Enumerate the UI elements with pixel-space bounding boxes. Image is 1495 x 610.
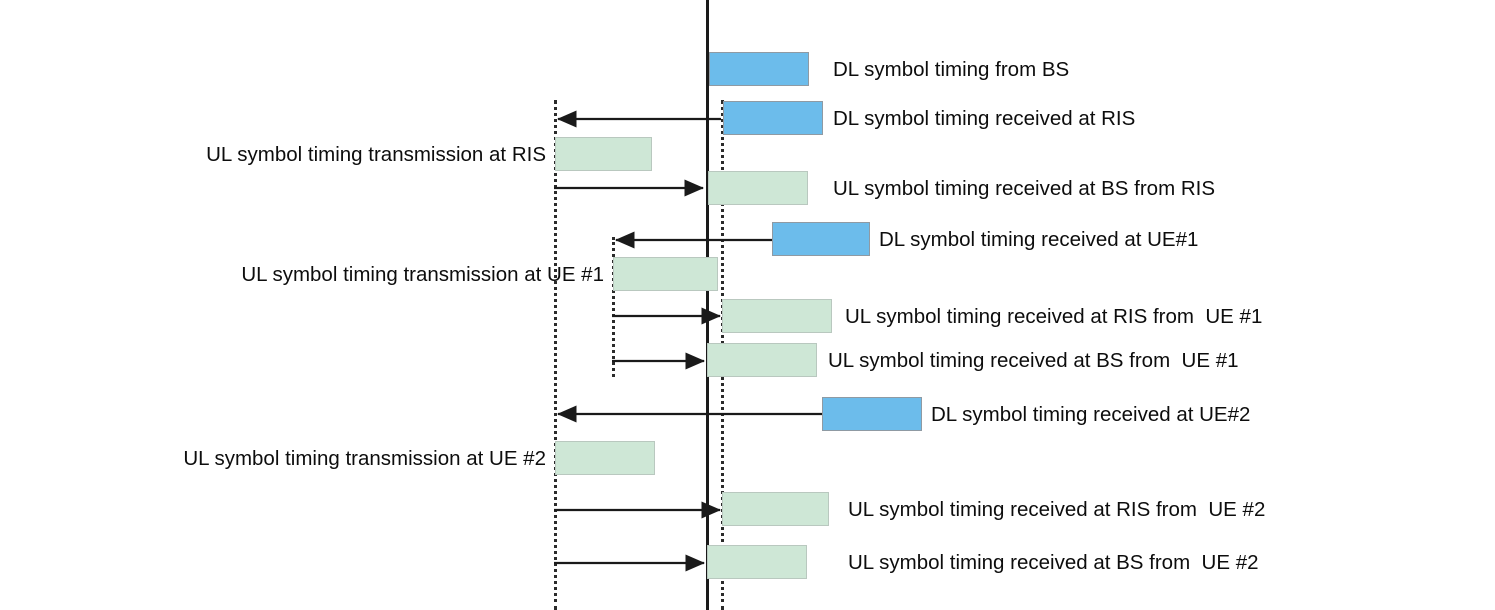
label-dl-symbol-timing-received-at-ue2: DL symbol timing received at UE#2 <box>931 403 1251 426</box>
label-ul-symbol-timing-transmission-at-ue2: UL symbol timing transmission at UE #2 <box>183 447 546 470</box>
label-ul-symbol-timing-received-at-bs-from-ue1: UL symbol timing received at BS from UE … <box>828 349 1239 372</box>
bar-ul-symbol-timing-received-at-bs-from-ris <box>708 171 808 205</box>
timeline-ris <box>554 100 557 610</box>
label-ul-symbol-timing-received-at-ris-from-ue1: UL symbol timing received at RIS from UE… <box>845 305 1263 328</box>
bar-ul-symbol-timing-transmission-at-ris <box>555 137 652 171</box>
bar-ul-symbol-timing-received-at-ris-from-ue1 <box>722 299 832 333</box>
bar-ul-symbol-timing-transmission-at-ue2 <box>555 441 655 475</box>
bar-dl-symbol-timing-received-at-ue1 <box>772 222 870 256</box>
timeline-bs <box>706 0 709 610</box>
bar-ul-symbol-timing-received-at-bs-from-ue1 <box>707 343 817 377</box>
label-ul-symbol-timing-received-at-ris-from-ue2: UL symbol timing received at RIS from UE… <box>848 498 1266 521</box>
bar-dl-symbol-timing-received-at-ue2 <box>822 397 922 431</box>
label-ul-symbol-timing-transmission-at-ue1: UL symbol timing transmission at UE #1 <box>241 263 604 286</box>
label-ul-symbol-timing-received-at-bs-from-ris: UL symbol timing received at BS from RIS <box>833 177 1216 200</box>
bar-dl-symbol-timing-received-at-ris <box>723 101 823 135</box>
label-dl-symbol-timing-received-at-ris: DL symbol timing received at RIS <box>833 107 1136 130</box>
label-dl-symbol-timing-received-at-ue1: DL symbol timing received at UE#1 <box>879 228 1199 251</box>
bar-ul-symbol-timing-transmission-at-ue1 <box>613 257 718 291</box>
label-ul-symbol-timing-transmission-at-ris: UL symbol timing transmission at RIS <box>206 143 546 166</box>
timeline-ue1 <box>612 237 615 377</box>
label-ul-symbol-timing-received-at-bs-from-ue2: UL symbol timing received at BS from UE … <box>848 551 1259 574</box>
bar-ul-symbol-timing-received-at-ris-from-ue2 <box>722 492 829 526</box>
bar-ul-symbol-timing-received-at-bs-from-ue2 <box>707 545 807 579</box>
bar-dl-symbol-timing-from-bs <box>709 52 809 86</box>
label-dl-symbol-timing-from-bs: DL symbol timing from BS <box>833 58 1070 81</box>
